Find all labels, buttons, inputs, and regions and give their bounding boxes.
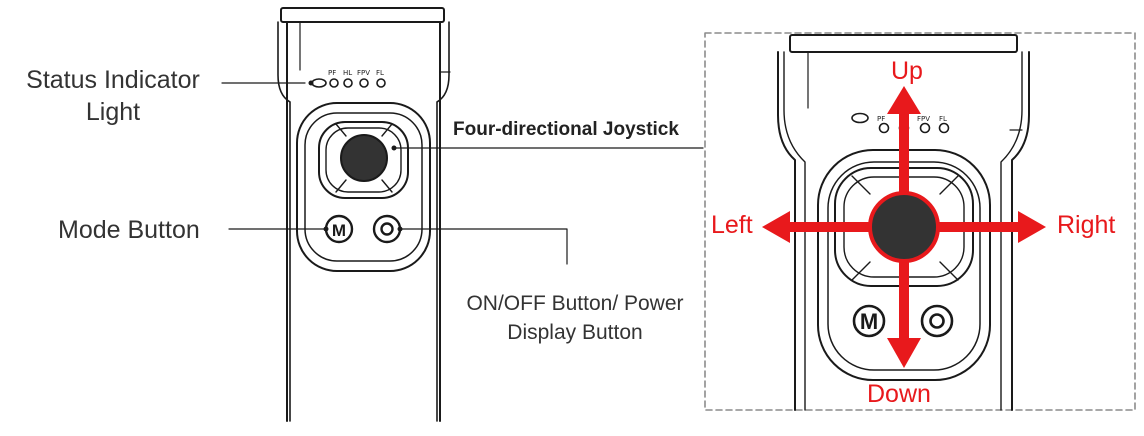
arrow-up-shaft: [899, 112, 909, 194]
detail-mark-fpv: FPV: [917, 115, 930, 123]
direction-up-label: Up: [891, 57, 923, 85]
led-hl: [343, 78, 353, 88]
led-pf: [329, 78, 339, 88]
left-power-button[interactable]: [372, 214, 402, 244]
mark-hl: HL: [343, 69, 352, 77]
led-fpv: [359, 78, 369, 88]
link-led: [311, 78, 327, 88]
arrow-left-shaft: [788, 222, 872, 232]
onoff-leader: [399, 228, 568, 265]
top-cap: [280, 7, 445, 23]
status-indicator-label: Status Indicator Light: [10, 64, 216, 128]
mark-fl: FL: [376, 69, 384, 77]
direction-arrows: [762, 86, 1046, 368]
direction-left-label: Left: [711, 211, 753, 239]
left-indicator-marks: PF HL FPV FL: [328, 69, 384, 77]
onoff-label-line2: Display Button: [507, 321, 643, 344]
detail-mode-glyph: M: [860, 309, 878, 334]
detail-joystick-knob[interactable]: [868, 191, 940, 263]
arrow-left-head: [762, 211, 790, 243]
onoff-label-line1: ON/OFF Button/ Power: [466, 292, 684, 315]
right-indicator-marks: PF FPV FL: [877, 115, 947, 123]
control-panel: [296, 102, 431, 272]
detail-mark-fl: FL: [939, 115, 947, 123]
arrow-up-head: [887, 86, 921, 114]
arrow-right-head: [1018, 211, 1046, 243]
arrow-down-head: [887, 338, 921, 368]
leader-lines: [221, 82, 704, 265]
detail-top-cap: [789, 34, 1018, 53]
mark-fpv: FPV: [357, 69, 370, 77]
status-indicator-line2: Light: [85, 98, 141, 126]
left-joystick-knob[interactable]: [340, 134, 388, 182]
arrow-down-shaft: [899, 254, 909, 340]
led-fl: [376, 78, 386, 88]
status-indicator-line1: Status Indicator: [26, 66, 200, 94]
detail-power-button[interactable]: [920, 304, 954, 338]
detail-frame: [704, 32, 1136, 411]
mode-button-label: Mode Button: [58, 216, 200, 244]
left-mode-glyph: M: [332, 221, 346, 240]
mark-pf: PF: [328, 69, 336, 77]
arrow-right-shaft: [936, 222, 1020, 232]
detail-mark-pf: PF: [877, 115, 885, 123]
left-device: [277, 7, 451, 422]
onoff-button-label: ON/OFF Button/ Power Display Button: [452, 289, 698, 347]
direction-right-label: Right: [1057, 211, 1116, 239]
joystick-pad: [318, 121, 409, 199]
detail-mode-button[interactable]: [852, 304, 886, 338]
direction-down-label: Down: [867, 380, 931, 408]
joystick-label: Four-directional Joystick: [453, 119, 679, 140]
